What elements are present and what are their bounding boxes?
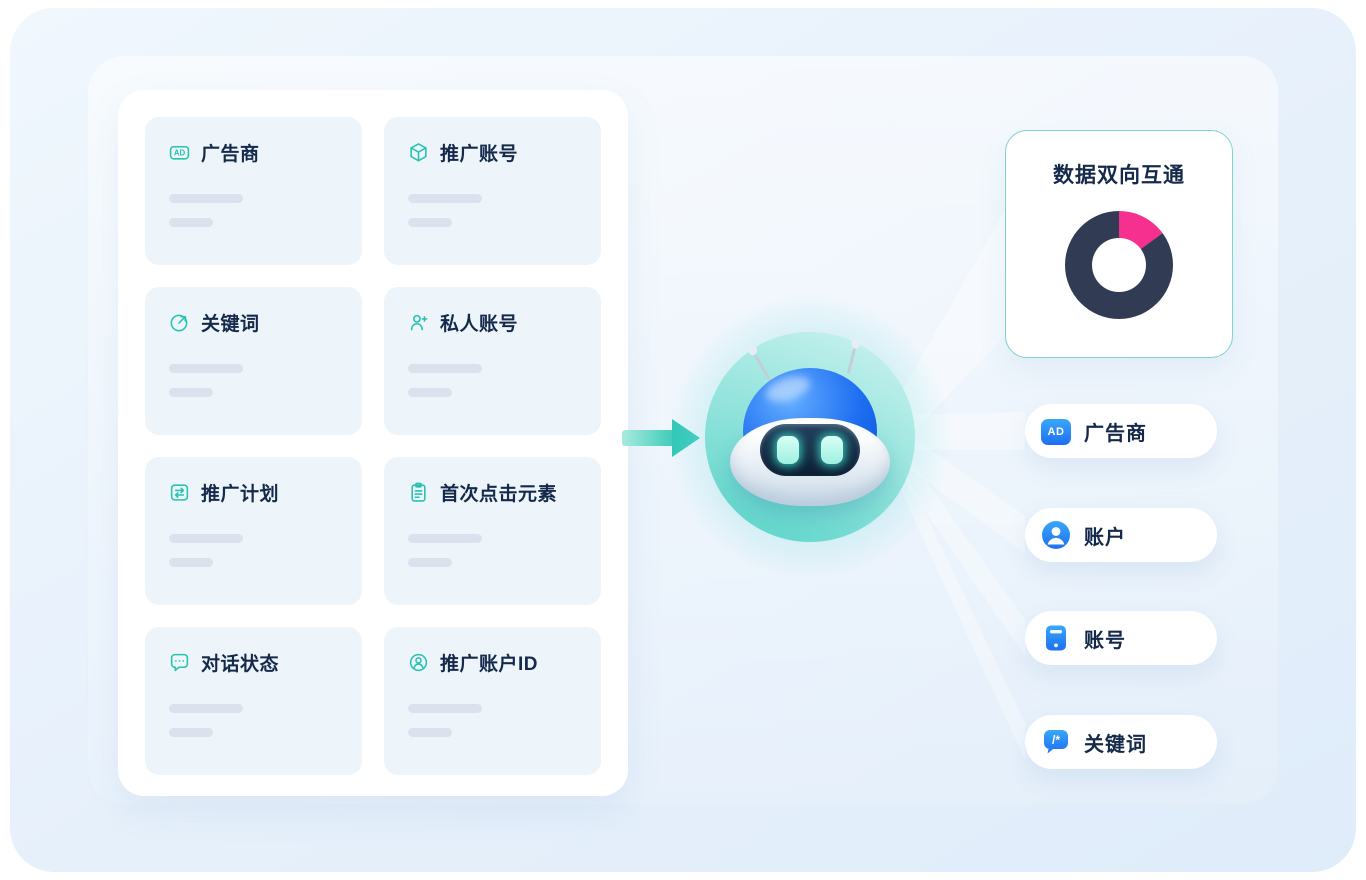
placeholder-bar: [169, 534, 243, 543]
person-circle-icon: [409, 653, 428, 672]
pill-advertiser[interactable]: AD 广告商: [1025, 404, 1217, 458]
device-icon: [1046, 625, 1066, 651]
field-card-advertiser: AD 广告商: [145, 117, 362, 265]
field-card-label: 私人账号: [440, 314, 519, 335]
placeholder-bar: [169, 364, 243, 373]
robot-eye-left: [777, 436, 799, 464]
pill-label: 关键词: [1084, 733, 1147, 756]
cube-icon: [410, 143, 427, 162]
placeholder-bar: [169, 728, 213, 737]
pill-label: 账户: [1084, 526, 1126, 549]
field-card-label: 对话状态: [201, 654, 280, 675]
flow-arrow-icon: [622, 419, 700, 457]
placeholder-bar: [408, 388, 452, 397]
svg-text:/*: /*: [1052, 733, 1060, 747]
placeholder-bar: [408, 218, 452, 227]
user-icon: [1042, 521, 1070, 549]
robot-eye-right: [821, 436, 843, 464]
ad-badge-icon: AD: [169, 145, 190, 160]
clipboard-icon: [411, 482, 426, 502]
robot-visor: [760, 424, 860, 476]
pill-label: 广告商: [1084, 422, 1147, 445]
placeholder-bar: [169, 704, 243, 713]
data-sync-title: 数据双向互通: [1053, 164, 1185, 187]
source-fields-panel: AD 广告商 推广账号: [118, 90, 628, 796]
field-card-first-click: 首次点击元素: [384, 457, 601, 605]
placeholder-bar: [408, 704, 482, 713]
robot-head: [730, 348, 890, 512]
target-arrow-icon: [170, 314, 188, 332]
field-card-dialog-status: 对话状态: [145, 627, 362, 775]
donut-hole: [1092, 238, 1146, 292]
svg-text:AD: AD: [174, 149, 186, 158]
placeholder-bar: [408, 534, 482, 543]
field-card-promo-account: 推广账号: [384, 117, 601, 265]
data-sync-card: 数据双向互通: [1005, 130, 1233, 358]
placeholder-bar: [169, 558, 213, 567]
keyword-chat-icon: /*: [1044, 730, 1068, 754]
field-card-label: 推广计划: [201, 484, 280, 505]
field-card-promo-plan: 推广计划: [145, 457, 362, 605]
pill-account-user[interactable]: 账户: [1025, 508, 1217, 562]
field-card-label: 首次点击元素: [440, 484, 558, 505]
placeholder-bar: [408, 364, 482, 373]
pill-account-number[interactable]: 账号: [1025, 611, 1217, 665]
ad-icon: AD: [1041, 419, 1071, 445]
field-card-label: 广告商: [201, 144, 260, 165]
placeholder-bar: [408, 558, 452, 567]
field-card-label: 推广账户ID: [440, 654, 539, 675]
donut-chart: [1065, 211, 1173, 319]
transfer-icon: [170, 484, 189, 501]
field-card-keyword: 关键词: [145, 287, 362, 435]
field-card-private-account: 私人账号: [384, 287, 601, 435]
placeholder-bar: [408, 728, 452, 737]
placeholder-bar: [408, 194, 482, 203]
field-card-label: 关键词: [201, 314, 260, 335]
pill-label: 账号: [1084, 629, 1126, 652]
placeholder-bar: [169, 194, 243, 203]
placeholder-bar: [169, 388, 213, 397]
field-card-label: 推广账号: [440, 144, 519, 165]
pill-keyword[interactable]: /* 关键词: [1025, 715, 1217, 769]
person-plus-icon: [410, 314, 428, 331]
chat-bubble-icon: [170, 653, 189, 672]
placeholder-bar: [169, 218, 213, 227]
robot-mascot: [670, 297, 950, 577]
field-card-account-id: 推广账户ID: [384, 627, 601, 775]
